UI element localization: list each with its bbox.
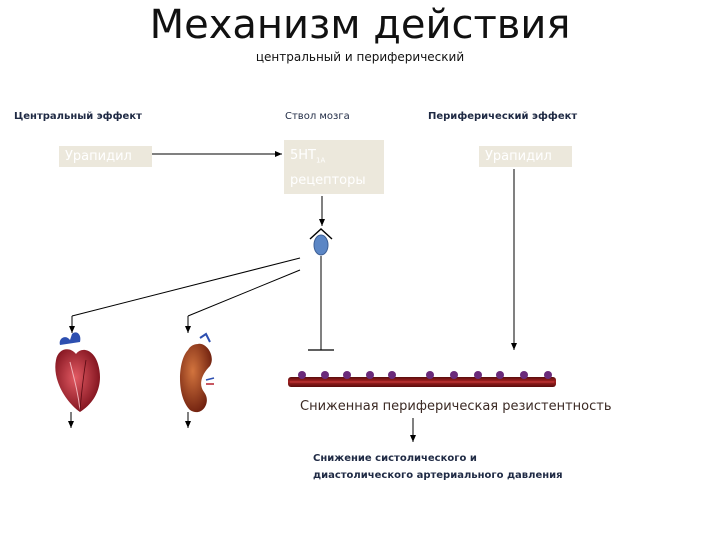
line-to-heart [71, 257, 301, 317]
section-peripheral-label: Периферический эффект [428, 111, 578, 122]
receptor-line2: рецепторы [290, 172, 366, 188]
blood-vessel-icon [288, 371, 556, 387]
bp-reduction-label: Снижение систолического и диастолическог… [313, 450, 613, 484]
line-to-kidney [187, 269, 301, 317]
receptor-name: 5HT [290, 148, 316, 163]
page-title: Механизм действия [149, 2, 571, 48]
receptor-site-icon [309, 228, 333, 240]
section-brainstem-label: Ствол мозга [285, 111, 350, 122]
receptor-subscript: 1A [316, 156, 326, 165]
reduced-resistance-label: Сниженная периферическая резистентность [300, 399, 612, 414]
urapidil-central-box: Урапидил [59, 146, 152, 167]
bp-line-1: Снижение систолического и [313, 453, 477, 464]
5ht1a-receptor-box: 5HT1A рецепторы [284, 140, 384, 194]
neuron-icon [313, 234, 329, 256]
kidney-icon [180, 332, 215, 413]
section-central-label: Центральный эффект [14, 111, 142, 122]
bp-line-2: диастолического артериального давления [313, 470, 563, 481]
heart-icon [55, 332, 100, 412]
page-subtitle: центральный и периферический [255, 50, 465, 64]
urapidil-peripheral-box: Урапидил [479, 146, 572, 167]
